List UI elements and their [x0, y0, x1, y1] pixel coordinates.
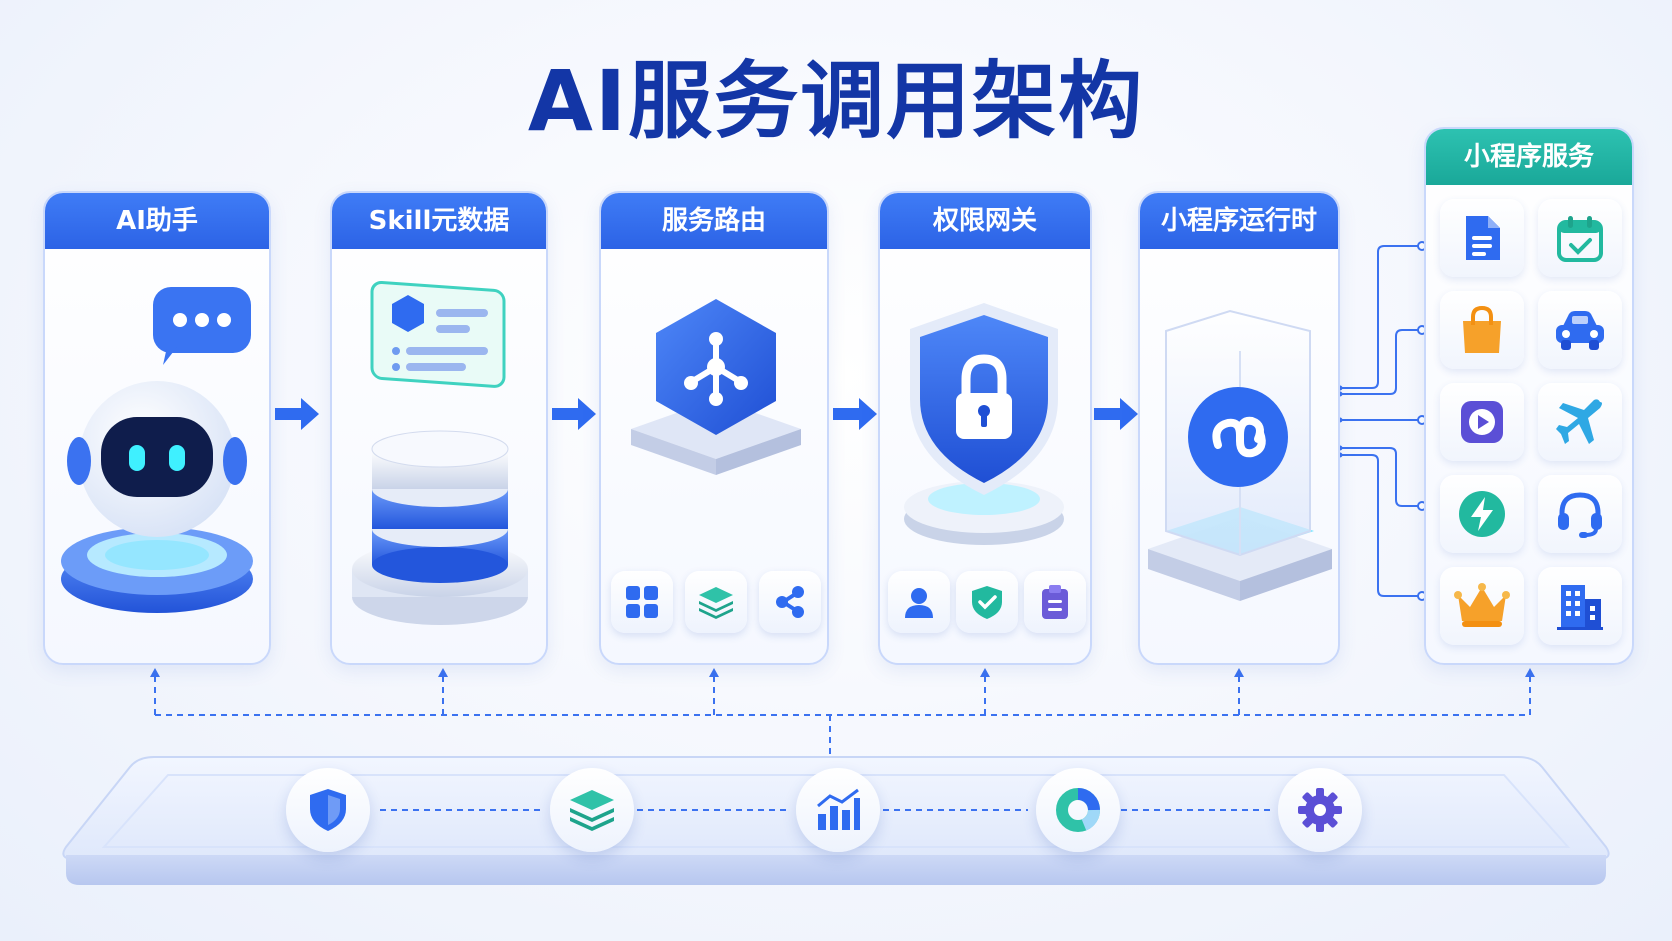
service-crown-icon[interactable] [1440, 567, 1524, 645]
platform-bar-chart-icon [796, 768, 880, 852]
arrow-right-icon [275, 398, 319, 430]
stage-miniprogram-services: 小程序服务 [1424, 127, 1634, 665]
arrow-right-icon [833, 398, 877, 430]
chat-bubble-icon [153, 287, 251, 365]
router-hexagon-icon [631, 299, 801, 475]
shield-lock-icon [904, 303, 1064, 545]
service-calendar-check-icon[interactable] [1538, 199, 1622, 277]
platform-donut-chart-icon [1036, 768, 1120, 852]
runtime-container-icon [1148, 309, 1332, 601]
stage-skill-metadata-label: Skill元数据 [332, 193, 546, 249]
service-headset-icon[interactable] [1538, 475, 1622, 553]
module-layers-icon [685, 571, 747, 633]
module-grid-icon [611, 571, 673, 633]
arrow-right-icon [552, 398, 596, 430]
robot-icon [61, 287, 253, 613]
stage-skill-metadata: Skill元数据 [330, 191, 548, 665]
service-lightning-icon[interactable] [1440, 475, 1524, 553]
check-user-icon [888, 571, 950, 633]
service-airplane-icon[interactable] [1538, 383, 1622, 461]
stage-miniprogram-runtime: 小程序运行时 [1138, 191, 1340, 665]
page-title: AI服务调用架构 [527, 52, 1145, 150]
stage-permission-gateway: 权限网关 [878, 191, 1092, 665]
stage-ai-assistant-label: AI助手 [45, 193, 269, 249]
service-video-play-icon[interactable] [1440, 383, 1524, 461]
check-shield-check-icon [956, 571, 1018, 633]
check-clipboard-icon [1024, 571, 1086, 633]
platform-gear-icon [1278, 768, 1362, 852]
arrow-right-icon [1094, 398, 1138, 430]
platform-shield-icon [286, 768, 370, 852]
stage-miniprogram-services-label: 小程序服务 [1426, 129, 1632, 185]
stage-service-routing: 服务路由 [599, 191, 829, 665]
stage-permission-gateway-label: 权限网关 [880, 193, 1090, 249]
metadata-card-icon [370, 280, 506, 388]
stage-ai-assistant: AI助手 [43, 191, 271, 665]
service-shopping-bag-icon[interactable] [1440, 291, 1524, 369]
service-document-icon[interactable] [1440, 199, 1524, 277]
service-car-icon[interactable] [1538, 291, 1622, 369]
database-icon [352, 280, 528, 625]
service-building-icon[interactable] [1538, 567, 1622, 645]
module-share-icon [759, 571, 821, 633]
stage-service-routing-label: 服务路由 [601, 193, 827, 249]
stage-miniprogram-runtime-label: 小程序运行时 [1140, 193, 1338, 249]
platform-layers-icon [550, 768, 634, 852]
